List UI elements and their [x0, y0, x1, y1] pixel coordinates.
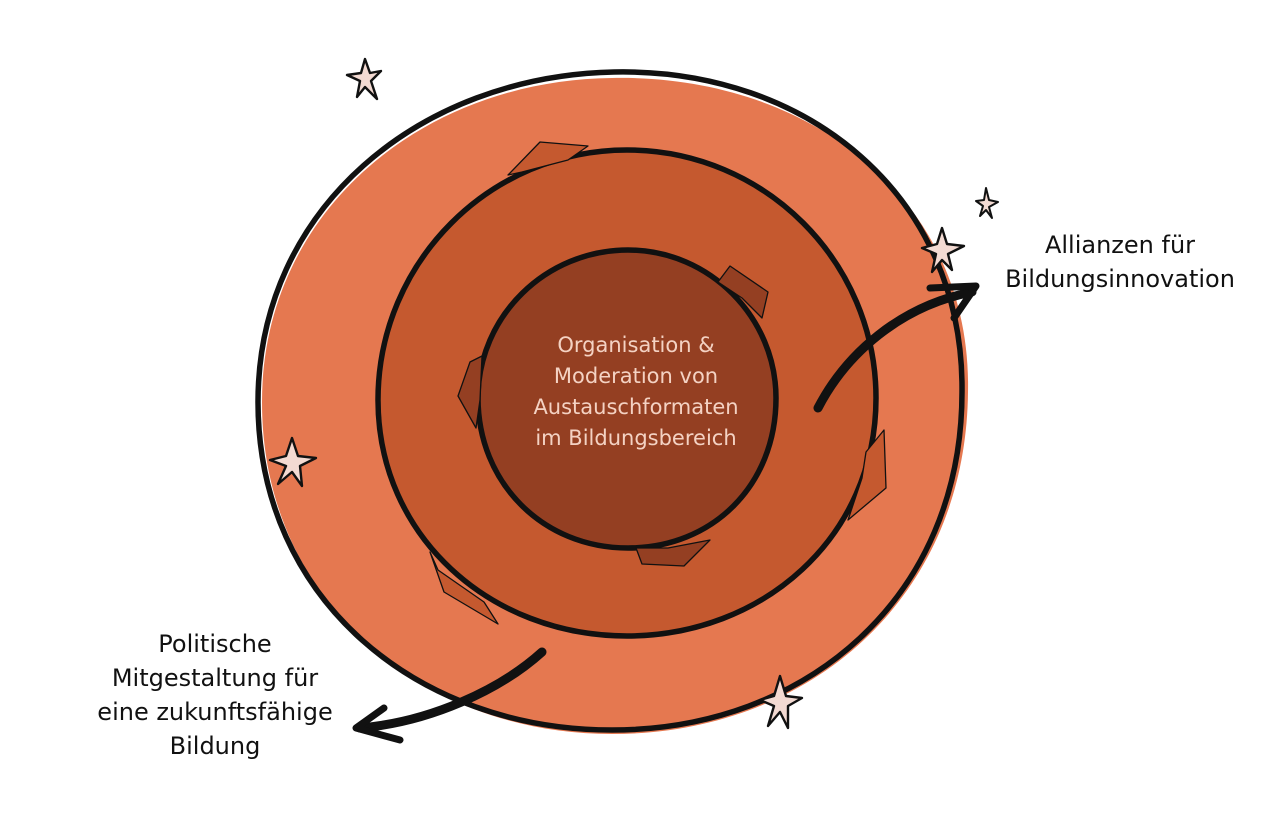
- arrow-head-upper-right: [717, 265, 769, 319]
- right-label-line: Allianzen für: [1044, 231, 1196, 259]
- center-label-line: Austauschformaten: [533, 395, 739, 419]
- left-label-line: Politische: [158, 630, 272, 658]
- right-label-line: Bildungsinnovation: [1005, 265, 1235, 293]
- arrow-head-bottom: [635, 539, 711, 567]
- center-label-line: im Bildungsbereich: [535, 426, 737, 450]
- middle-ring-arrows: [429, 141, 887, 625]
- arrow-head-left: [457, 355, 483, 429]
- center-label-line: Organisation &: [557, 333, 715, 357]
- sparkle-icon: [345, 57, 383, 101]
- inner-circle-arrows: [457, 265, 769, 567]
- center-label-line: Moderation von: [553, 364, 719, 388]
- sparkle-icon: [975, 187, 999, 219]
- arrow-to-left-label: [352, 647, 547, 744]
- left-label-line: eine zukunftsfähige: [97, 698, 333, 726]
- sparkle-icon: [758, 674, 804, 730]
- arrow-head-right: [847, 429, 887, 521]
- sparkle-icon: [920, 226, 966, 274]
- left-label-line: Bildung: [169, 732, 261, 760]
- right-label: Allianzen für Bildungsinnovation: [985, 228, 1255, 296]
- sparkle-icon: [268, 436, 318, 488]
- left-label: Politische Mitgestaltung für eine zukunf…: [60, 627, 370, 763]
- arrow-to-right-label: [813, 282, 980, 413]
- inner-circle: [475, 247, 779, 551]
- arrow-head-bottom-left: [429, 551, 499, 625]
- left-label-line: Mitgestaltung für: [111, 664, 319, 692]
- arrow-head-top: [507, 141, 589, 176]
- center-label: Organisation & Moderation von Austauschf…: [486, 330, 786, 454]
